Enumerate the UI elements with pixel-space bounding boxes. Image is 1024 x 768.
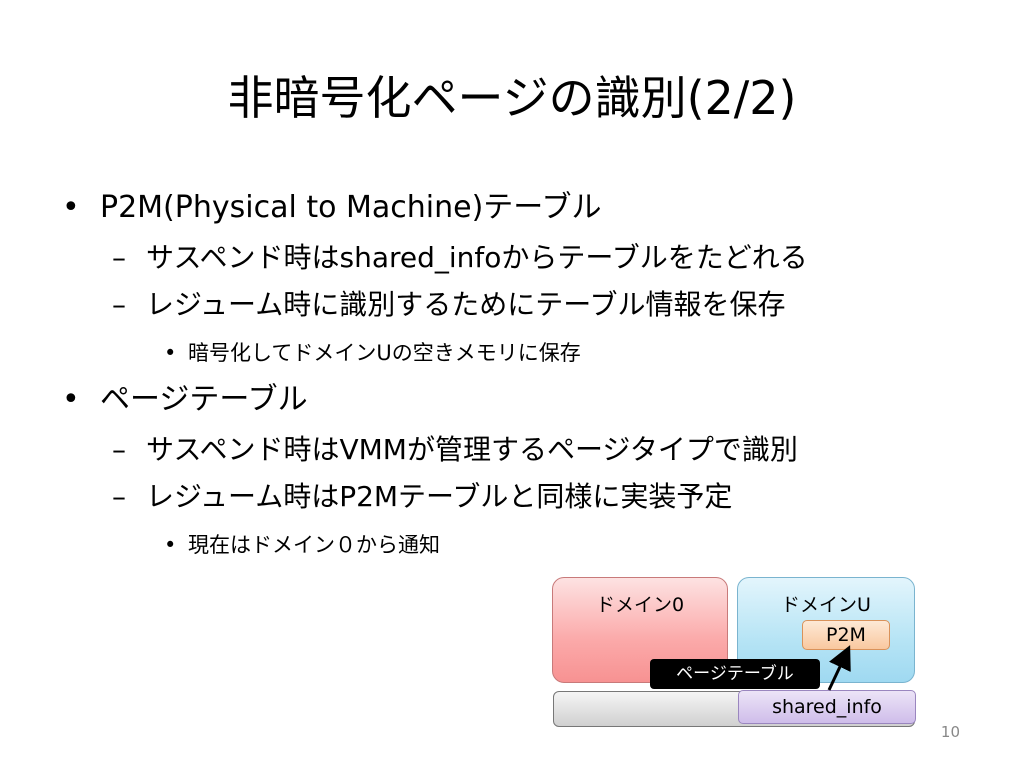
bullet-marker: • [62,382,80,417]
bullet-marker-small: • [164,341,177,365]
bullet-page-table: ページテーブル [100,382,308,417]
domain0-label: ドメイン0 [595,594,685,616]
subbullet-suspend-vmm: サスペンド時はVMMが管理するページタイプで識別 [146,433,798,466]
shared-info-box: shared_info [738,690,916,724]
domain0-box: ドメイン0 [552,577,728,683]
subbullet-resume-save-table: レジューム時に識別するためにテーブル情報を保存 [146,288,786,321]
dash-marker: – [112,288,126,321]
bullet-marker-small: • [164,533,177,557]
subbullet-resume-planned: レジューム時はP2Mテーブルと同様に実装予定 [146,480,733,513]
subsubbullet-notify-dom0: 現在はドメイン０から通知 [188,533,440,557]
subbullet-suspend-shared-info: サスペンド時はshared_infoからテーブルをたどれる [146,241,808,274]
domainU-label: ドメインU [781,594,871,616]
bullet-p2m-table: P2M(Physical to Machine)テーブル [100,190,602,225]
subsubbullet-encrypt-save: 暗号化してドメインUの空きメモリに保存 [188,341,581,365]
slide-title: 非暗号化ページの識別(2/2) [227,71,797,125]
page-number: 10 [940,723,960,741]
dash-marker: – [112,480,126,513]
page-table-box: ページテーブル [650,659,820,689]
p2m-box: P2M [802,620,890,650]
dash-marker: – [112,433,126,466]
dash-marker: – [112,241,126,274]
bullet-marker: • [62,190,80,225]
